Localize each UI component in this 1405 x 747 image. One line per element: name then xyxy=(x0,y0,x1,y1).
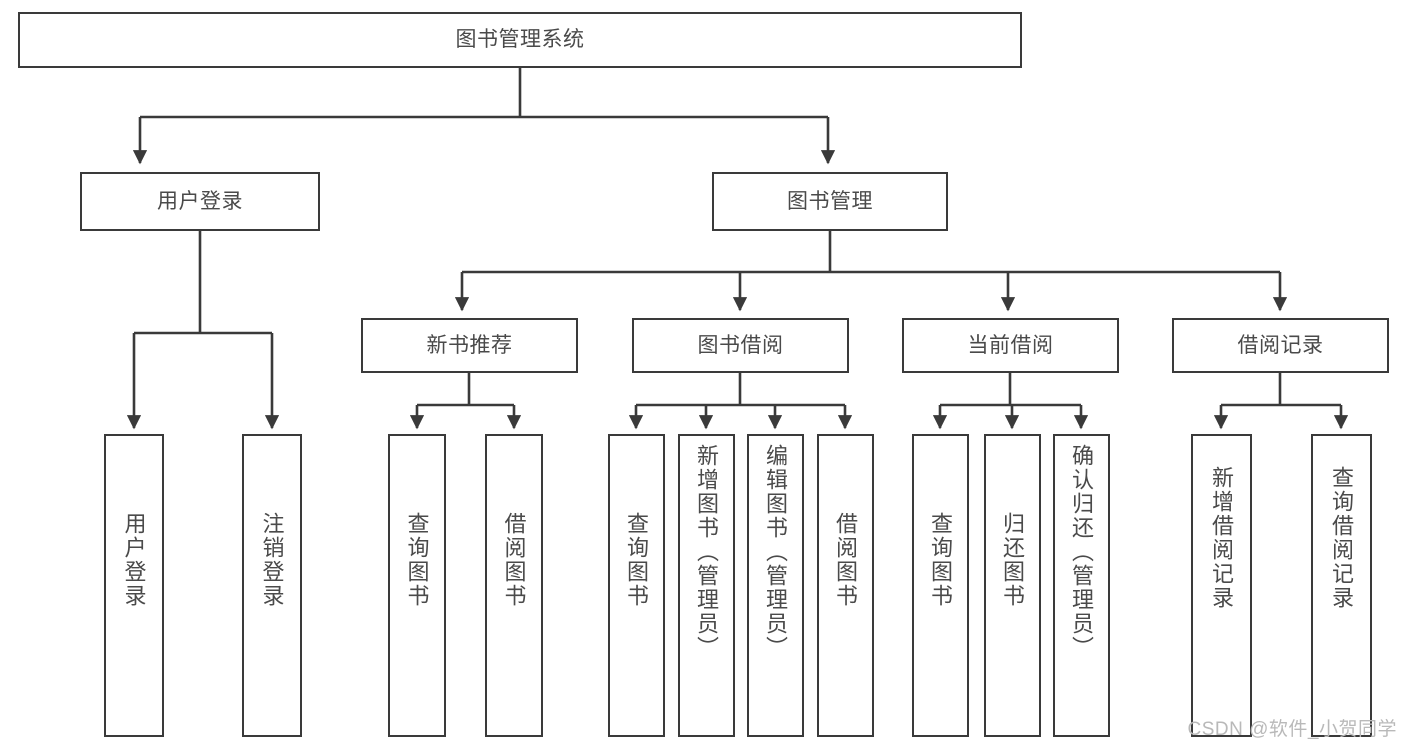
node-leaf-query-record[interactable]: 查询借阅记录 xyxy=(1311,434,1372,737)
node-root-label: 图书管理系统 xyxy=(455,28,585,52)
node-user-login[interactable]: 用户登录 xyxy=(80,172,320,231)
node-leaf-borrow-book-2[interactable]: 借阅图书 xyxy=(817,434,874,737)
node-leaf-query-record-label: 查询借阅记录 xyxy=(1329,466,1355,610)
node-leaf-confirm-return-label: 确认归还（管理员） xyxy=(1069,444,1095,660)
node-leaf-edit-book-label: 编辑图书（管理员） xyxy=(763,444,789,660)
node-leaf-query-book-1-label: 查询图书 xyxy=(404,512,430,608)
node-leaf-query-book-3[interactable]: 查询图书 xyxy=(912,434,969,737)
node-leaf-user-login[interactable]: 用户登录 xyxy=(104,434,164,737)
node-leaf-return-book-label: 归还图书 xyxy=(1000,512,1026,608)
node-book-manage[interactable]: 图书管理 xyxy=(712,172,948,231)
node-leaf-add-record-label: 新增借阅记录 xyxy=(1209,466,1235,610)
node-leaf-edit-book[interactable]: 编辑图书（管理员） xyxy=(747,434,804,737)
node-borrow-record[interactable]: 借阅记录 xyxy=(1172,318,1389,373)
node-leaf-borrow-book-1[interactable]: 借阅图书 xyxy=(485,434,543,737)
node-leaf-add-record[interactable]: 新增借阅记录 xyxy=(1191,434,1252,737)
node-leaf-confirm-return[interactable]: 确认归还（管理员） xyxy=(1053,434,1110,737)
node-leaf-user-login-label: 用户登录 xyxy=(121,512,147,608)
node-leaf-return-book[interactable]: 归还图书 xyxy=(984,434,1041,737)
node-borrow-record-label: 借阅记录 xyxy=(1237,333,1324,357)
watermark-text: CSDN @软件_小贺同学 xyxy=(1187,719,1397,740)
node-leaf-add-book-label: 新增图书（管理员） xyxy=(694,444,720,660)
node-leaf-logout[interactable]: 注销登录 xyxy=(242,434,302,737)
node-leaf-query-book-2[interactable]: 查询图书 xyxy=(608,434,665,737)
node-leaf-query-book-2-label: 查询图书 xyxy=(624,512,650,608)
node-leaf-borrow-book-1-label: 借阅图书 xyxy=(501,512,527,608)
node-current-borrow-label: 当前借阅 xyxy=(967,333,1054,357)
node-current-borrow[interactable]: 当前借阅 xyxy=(902,318,1119,373)
node-leaf-query-book-1[interactable]: 查询图书 xyxy=(388,434,446,737)
node-leaf-add-book[interactable]: 新增图书（管理员） xyxy=(678,434,735,737)
node-leaf-borrow-book-2-label: 借阅图书 xyxy=(833,512,859,608)
node-book-borrow[interactable]: 图书借阅 xyxy=(632,318,849,373)
node-book-manage-label: 图书管理 xyxy=(787,189,873,213)
node-new-book-recommend-label: 新书推荐 xyxy=(426,333,513,357)
node-book-borrow-label: 图书借阅 xyxy=(697,333,784,357)
node-leaf-query-book-3-label: 查询图书 xyxy=(928,512,954,608)
node-leaf-logout-label: 注销登录 xyxy=(259,512,285,608)
node-new-book-recommend[interactable]: 新书推荐 xyxy=(361,318,578,373)
node-root[interactable]: 图书管理系统 xyxy=(18,12,1022,68)
node-user-login-label: 用户登录 xyxy=(157,189,243,213)
